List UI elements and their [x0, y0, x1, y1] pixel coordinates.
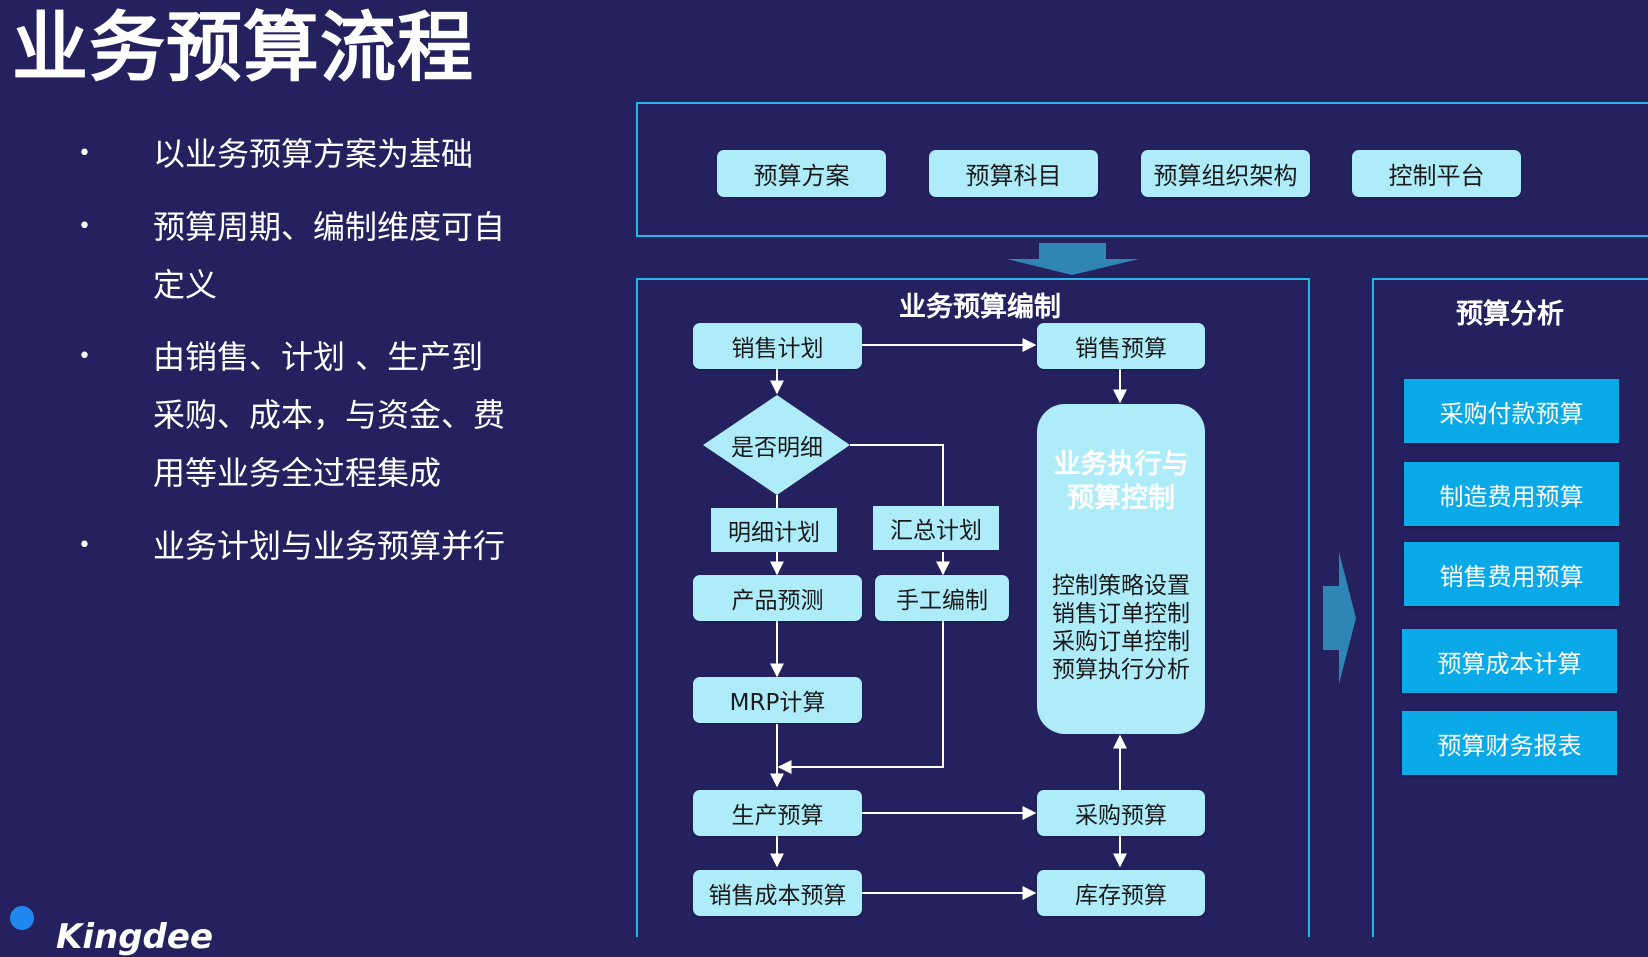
execution-control-block: 业务执行与 预算控制 控制策略设置 销售订单控制 采购订单控制 预算执行分析	[1037, 404, 1205, 734]
purchase-payment-budget: 采购付款预算	[1404, 379, 1619, 443]
execution-item: 预算执行分析	[1052, 657, 1190, 683]
bullet-item: • 预算周期、编制维度可自定义	[78, 198, 538, 314]
budget-compile-panel	[636, 278, 1310, 937]
analysis-heading: 预算分析	[1456, 299, 1564, 330]
budget-cost-calculation: 预算成本计算	[1402, 629, 1617, 693]
logo-dot-icon	[10, 906, 34, 930]
sales-budget-node: 销售预算	[1037, 323, 1205, 369]
bullet-text: 由销售、计划 、生产到采购、成本，与资金、费用等业务全过程集成	[153, 338, 506, 492]
summary-plan-node: 汇总计划	[873, 506, 999, 550]
sales-cost-budget-node: 销售成本预算	[693, 870, 862, 916]
production-budget-node: 生产预算	[693, 790, 862, 836]
budget-subject-box: 预算科目	[929, 150, 1098, 197]
bullet-item: • 以业务预算方案为基础	[78, 125, 538, 183]
page-title: 业务预算流程	[12, 3, 474, 92]
company-logo: Kingdee	[56, 917, 214, 957]
mrp-calc-node: MRP计算	[693, 677, 862, 723]
bullet-item: • 业务计划与业务预算并行	[78, 517, 538, 575]
bullet-dot-icon: •	[78, 141, 91, 166]
sales-plan-node: 销售计划	[693, 323, 862, 369]
manufacturing-expense-budget: 制造费用预算	[1404, 462, 1619, 526]
manual-compile-node: 手工编制	[875, 575, 1009, 621]
budget-foundation-panel	[636, 102, 1648, 237]
execution-item: 控制策略设置	[1052, 573, 1190, 599]
down-arrow-icon	[1007, 243, 1139, 275]
execution-title: 业务执行与 预算控制	[1053, 449, 1189, 514]
product-forecast-node: 产品预测	[693, 575, 862, 621]
detail-plan-node: 明细计划	[711, 508, 837, 552]
budget-org-box: 预算组织架构	[1141, 150, 1310, 197]
bullet-item: • 由销售、计划 、生产到采购、成本，与资金、费用等业务全过程集成	[78, 328, 538, 502]
bullet-dot-icon: •	[78, 344, 91, 369]
bullet-text: 业务计划与业务预算并行	[153, 527, 506, 565]
right-arrow-icon	[1323, 552, 1356, 684]
budget-scheme-box: 预算方案	[717, 150, 886, 197]
compile-heading: 业务预算编制	[899, 292, 1061, 323]
bullet-text: 以业务预算方案为基础	[153, 135, 474, 173]
inventory-budget-node: 库存预算	[1037, 870, 1205, 916]
bullet-dot-icon: •	[78, 533, 91, 558]
control-platform-box: 控制平台	[1352, 150, 1521, 197]
decision-label: 是否明细	[731, 435, 823, 461]
bullet-dot-icon: •	[78, 214, 91, 239]
execution-item: 销售订单控制	[1052, 601, 1190, 627]
execution-list: 控制策略设置 销售订单控制 采购订单控制 预算执行分析	[1037, 572, 1205, 684]
budget-analysis-panel	[1372, 278, 1648, 937]
execution-item: 采购订单控制	[1052, 629, 1190, 655]
purchase-budget-node: 采购预算	[1037, 790, 1205, 836]
decision-diamond	[703, 395, 850, 495]
budget-financial-report: 预算财务报表	[1402, 711, 1617, 775]
sales-expense-budget: 销售费用预算	[1404, 542, 1619, 606]
bullet-list: • 以业务预算方案为基础 • 预算周期、编制维度可自定义 • 由销售、计划 、生…	[78, 125, 538, 575]
flow-connectors	[703, 243, 1356, 900]
bullet-text: 预算周期、编制维度可自定义	[153, 208, 506, 304]
